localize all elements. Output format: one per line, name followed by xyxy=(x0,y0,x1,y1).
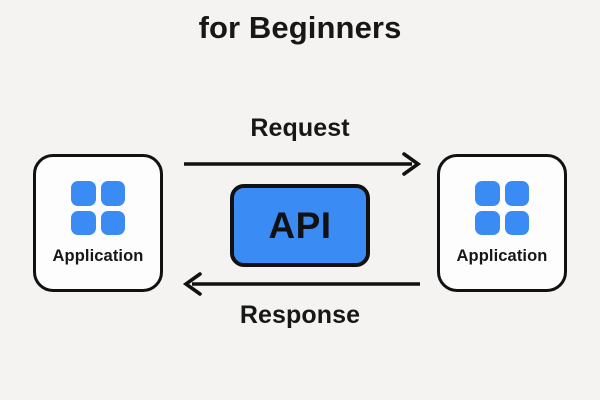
grid-square-top-right xyxy=(100,181,125,206)
grid-square-bottom-right xyxy=(504,210,529,235)
left-application-node: Application xyxy=(33,154,163,292)
grid-square-bottom-left xyxy=(475,210,500,235)
left-application-label: Application xyxy=(52,247,144,265)
grid-square-bottom-left xyxy=(71,210,96,235)
api-node: API xyxy=(230,184,370,267)
right-application-label: Application xyxy=(456,247,548,265)
right-application-node: Application xyxy=(437,154,567,292)
grid-square-bottom-right xyxy=(100,210,125,235)
response-flow-label: Response xyxy=(239,301,361,329)
grid-square-top-left xyxy=(475,181,500,206)
api-node-label: API xyxy=(268,204,332,246)
page-title: for Beginners xyxy=(198,10,402,45)
arrow-left-icon xyxy=(182,272,420,296)
grid-four-squares-icon xyxy=(475,181,529,235)
grid-four-squares-icon xyxy=(71,181,125,235)
grid-square-top-left xyxy=(71,181,96,206)
arrow-right-icon xyxy=(184,152,422,176)
request-flow-label: Request xyxy=(250,114,350,142)
grid-square-top-right xyxy=(504,181,529,206)
